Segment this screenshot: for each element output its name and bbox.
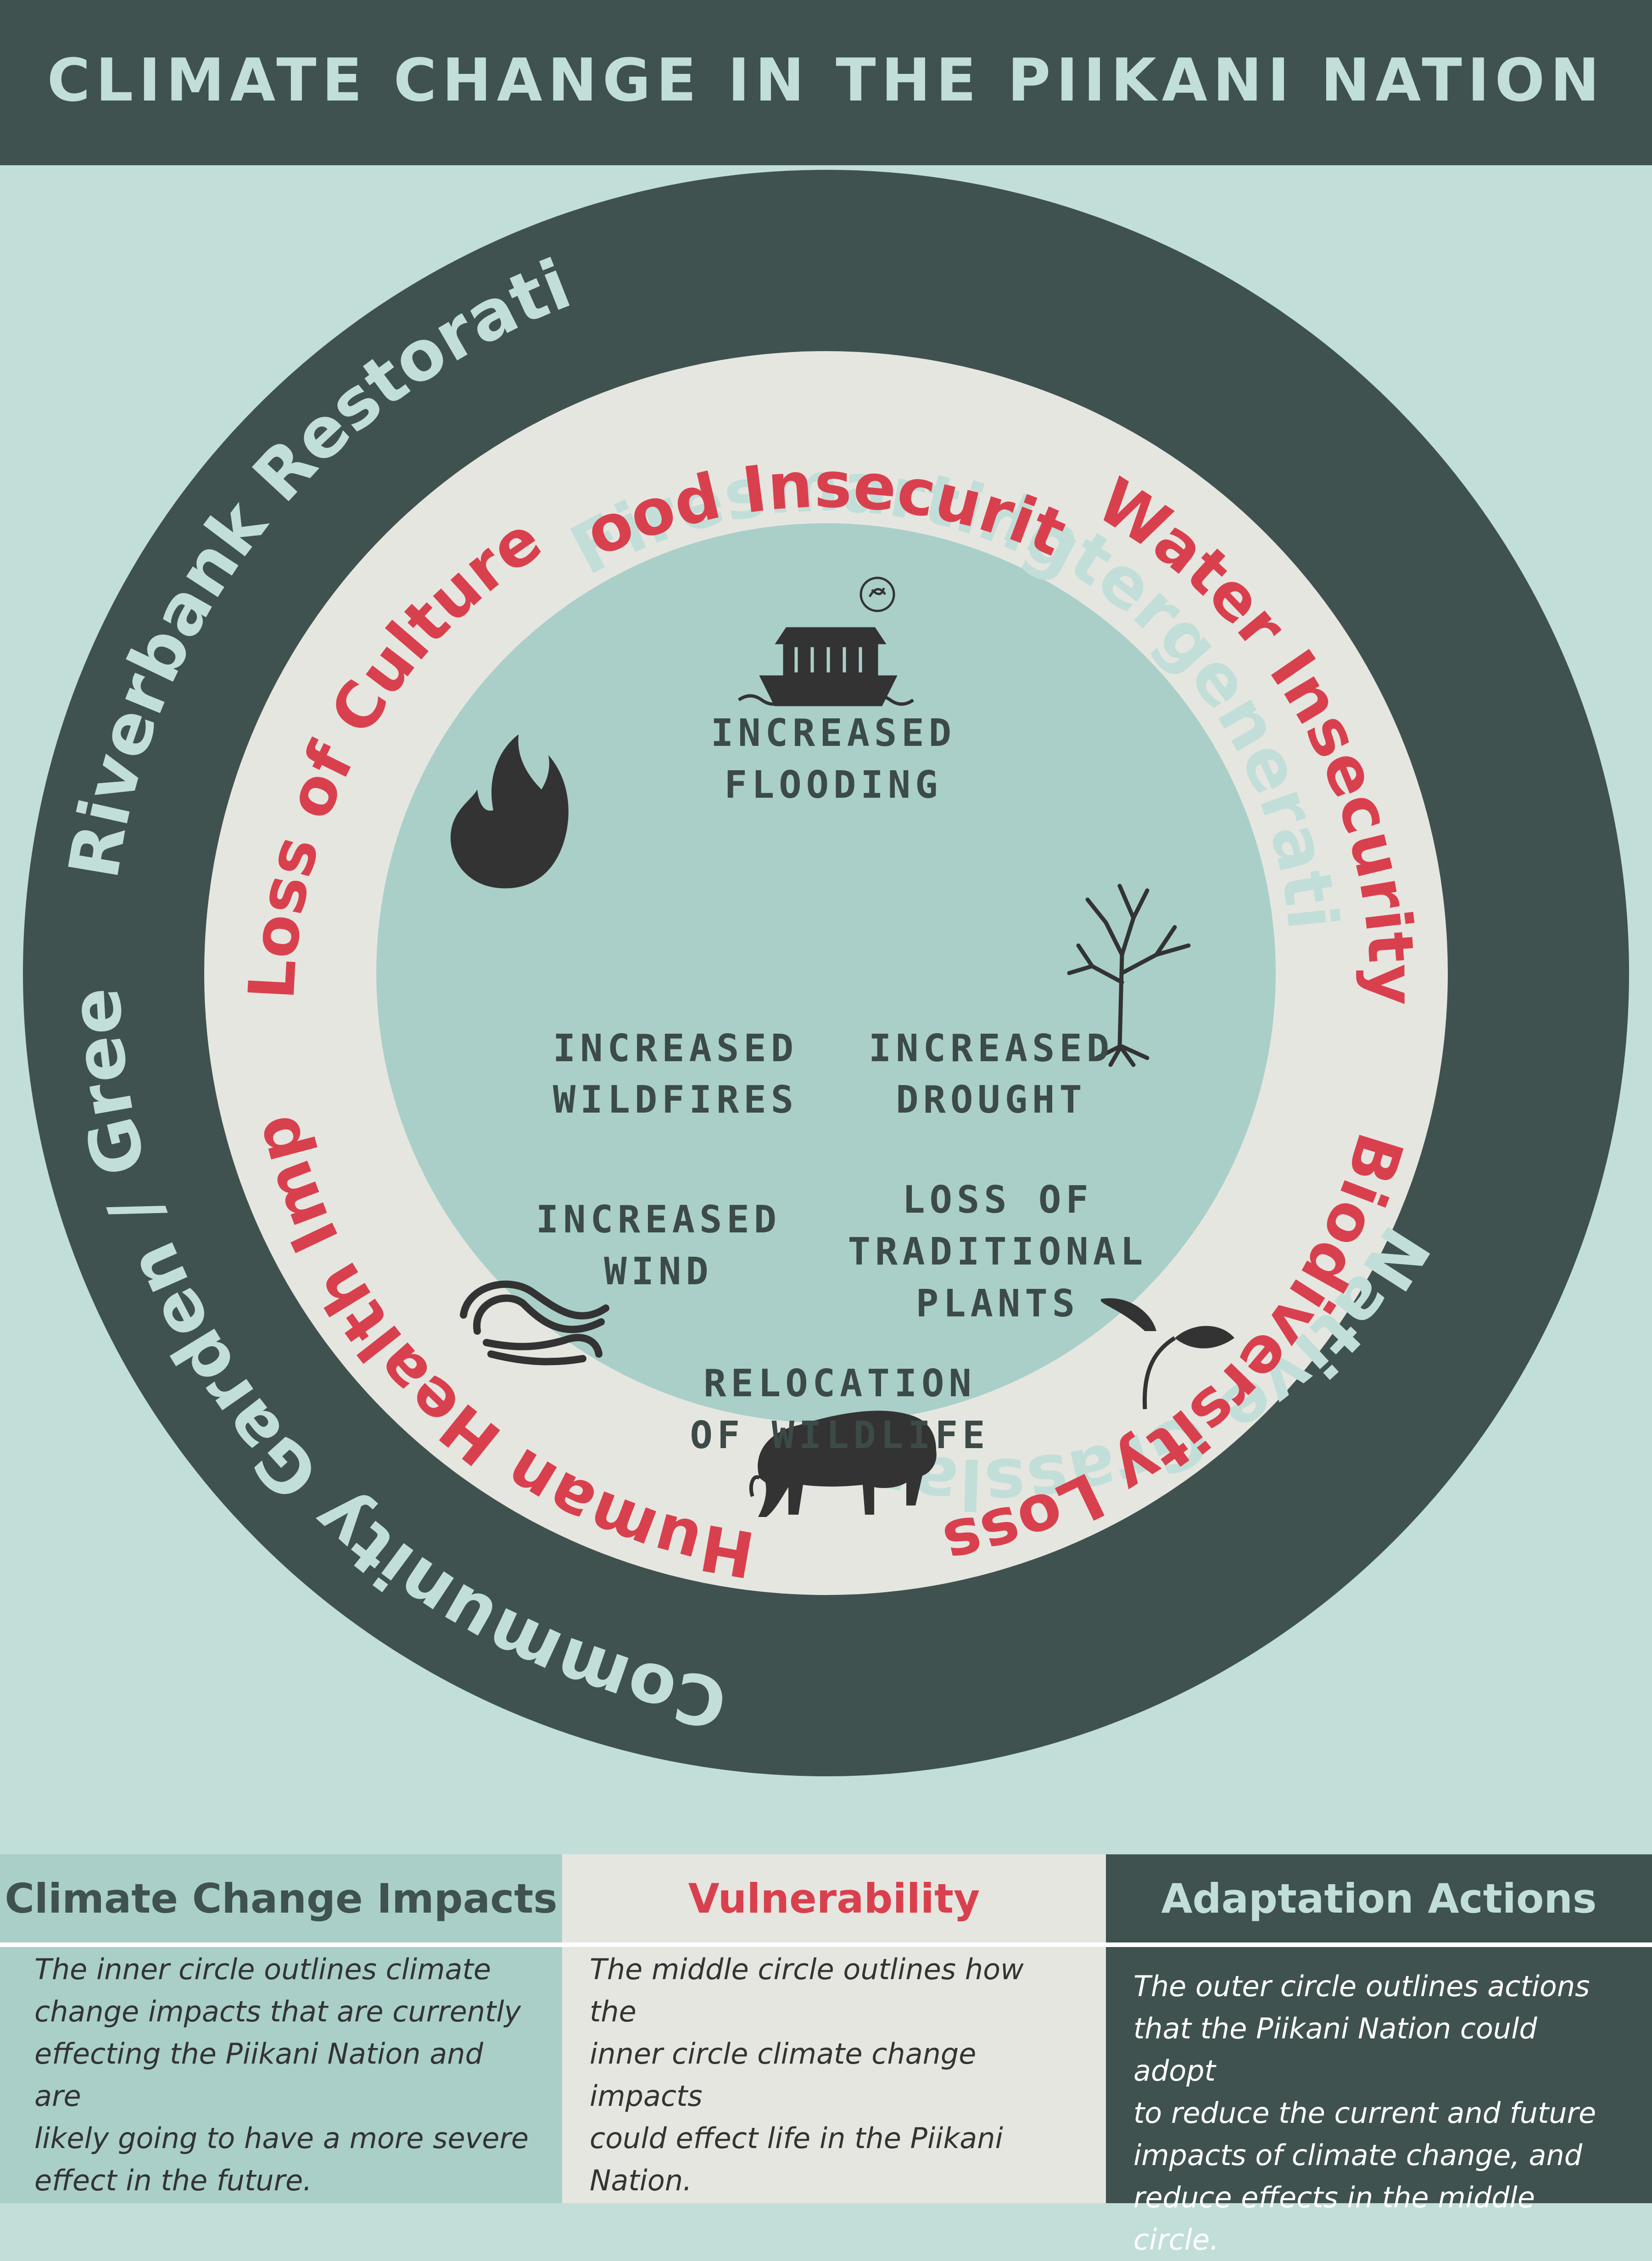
legend-line: likely going to have a more severe xyxy=(34,2121,529,2155)
legend-divider xyxy=(0,1942,562,1947)
dead-tree-icon xyxy=(1067,884,1191,1067)
impact-label-line: WIND xyxy=(604,1250,713,1293)
badge-icon xyxy=(859,576,895,612)
legend-line: change impacts that are currently xyxy=(34,1995,521,2028)
circle-diagram: Firesmarting Intergenerational Learning … xyxy=(0,102,1652,1845)
impact-label-line: INCREASED xyxy=(869,1027,1114,1070)
wind-icon xyxy=(460,1280,609,1366)
legend-impacts: Climate Change Impacts The inner circle … xyxy=(0,1854,562,2203)
impact-label-line: WILDFIRES xyxy=(553,1078,798,1122)
legend-line: effect in the future. xyxy=(34,2164,312,2197)
header-banner: CLIMATE CHANGE IN THE PIIKANI NATION xyxy=(0,0,1652,165)
inner-circle xyxy=(376,523,1276,1423)
impact-label-line: OF WILDLIFE xyxy=(690,1414,989,1457)
impact-label-line: LOSS OF xyxy=(902,1178,1093,1222)
legend-line: could effect life in the Piikani Nation. xyxy=(590,2121,1003,2197)
legend-line: reduce effects in the middle circle. xyxy=(1133,2181,1535,2256)
legend-vulnerability-text: The middle circle outlines how the inner… xyxy=(562,1947,1106,2203)
legend-divider xyxy=(562,1942,1106,1947)
impact-label-line: INCREASED xyxy=(553,1027,798,1070)
impact-label-line: DROUGHT xyxy=(896,1078,1087,1122)
impact-label-line: TRADITIONAL xyxy=(848,1230,1147,1274)
impact-label-line: FLOODING xyxy=(725,763,943,807)
legend-adaptation: Adaptation Actions The outer circle outl… xyxy=(1106,1854,1652,2256)
legend-line: impacts of climate change, and xyxy=(1133,2138,1583,2172)
impact-wildlife: RELOCATION OF WILDLIFE xyxy=(690,1362,989,1457)
legend-line: effecting the Piikani Nation and are xyxy=(34,2037,483,2113)
legend-line: The inner circle outlines climate xyxy=(34,1953,491,1986)
ark-icon xyxy=(737,627,915,706)
legend-line: to reduce the current and future xyxy=(1133,2096,1596,2130)
legend-vulnerability-title: Vulnerability xyxy=(688,1875,980,1922)
diagram-svg: Firesmarting Intergenerational Learning … xyxy=(0,102,1629,1776)
legend-line: The middle circle outlines how the xyxy=(590,1953,1024,2028)
legend: Climate Change Impacts The inner circle … xyxy=(0,1854,1652,2256)
impact-flooding: INCREASED FLOODING xyxy=(711,711,956,807)
impact-label-line: INCREASED xyxy=(711,711,956,755)
impact-label-line: RELOCATION xyxy=(703,1362,976,1405)
legend-impacts-text: The inner circle outlines climate change… xyxy=(0,1947,562,2203)
legend-line: inner circle climate change impacts xyxy=(590,2037,977,2113)
page-title: CLIMATE CHANGE IN THE PIIKANI NATION xyxy=(47,46,1605,115)
legend-line: The outer circle outlines actions xyxy=(1133,1970,1590,2003)
legend-line: that the Piikani Nation could adopt xyxy=(1133,2012,1537,2088)
bison-icon xyxy=(749,1410,937,1517)
legend-adaptation-title: Adaptation Actions xyxy=(1161,1875,1597,1922)
sprout-icon xyxy=(1100,1298,1234,1410)
impact-wildfires: INCREASED WILDFIRES xyxy=(553,1027,798,1122)
legend-divider xyxy=(1106,1942,1652,1947)
impact-label-line: PLANTS xyxy=(916,1282,1079,1326)
impact-traditional-plants: LOSS OF TRADITIONAL PLANTS xyxy=(848,1178,1147,1326)
impact-label-line: INCREASED xyxy=(536,1198,781,1242)
impact-drought: INCREASED DROUGHT xyxy=(869,1027,1114,1122)
legend-adaptation-text: The outer circle outlines actions that t… xyxy=(1106,1947,1652,2256)
legend-vulnerability: Vulnerability The middle circle outlines… xyxy=(562,1854,1106,2203)
legend-impacts-title: Climate Change Impacts xyxy=(5,1875,558,1922)
flame-icon xyxy=(450,734,569,889)
impact-wind: INCREASED WIND xyxy=(536,1198,781,1293)
